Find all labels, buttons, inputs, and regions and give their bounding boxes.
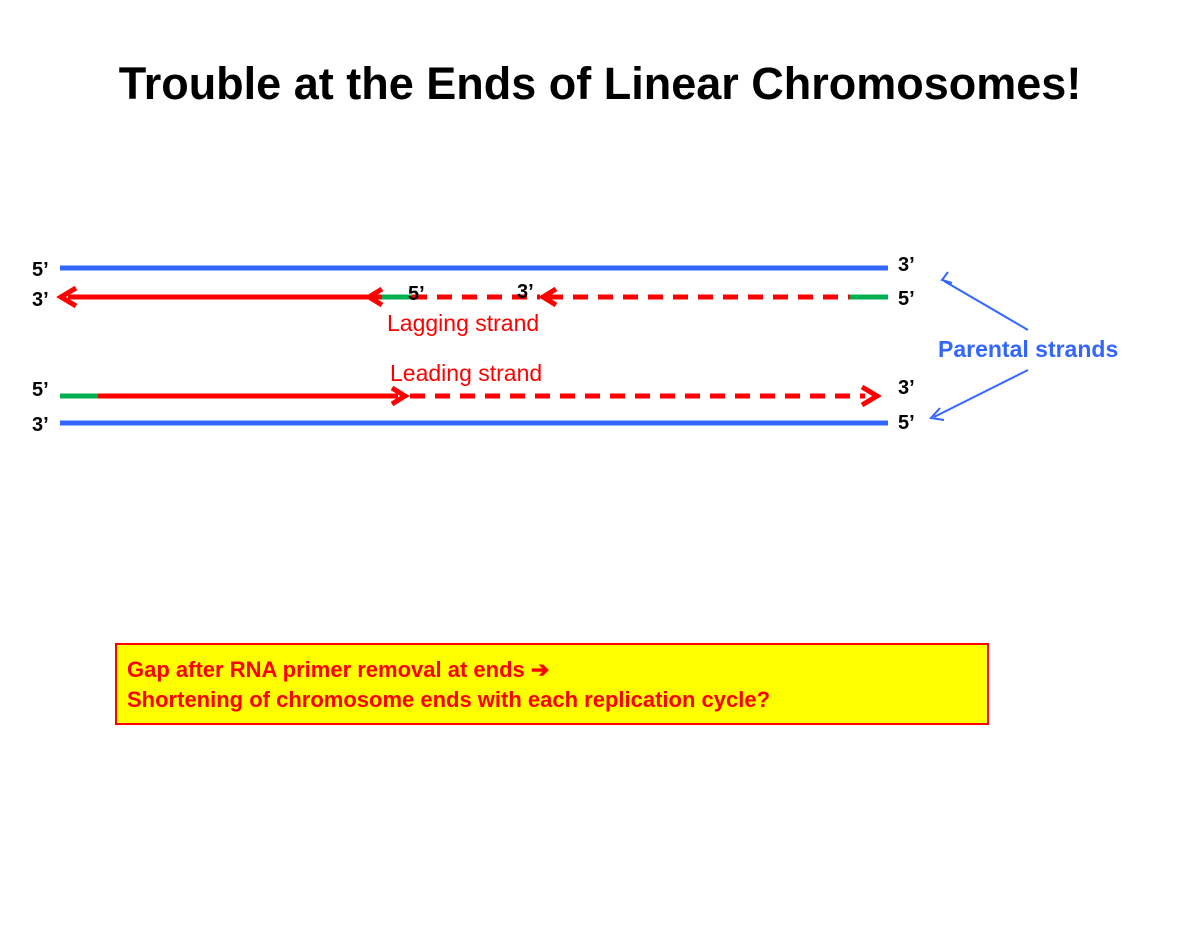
- leading-mid-arrowhead: [390, 385, 410, 407]
- page-title: Trouble at the Ends of Linear Chromosome…: [118, 58, 1082, 109]
- lagging-mid-arrowhead: [364, 286, 384, 308]
- label-lagging-left: 3’: [32, 289, 49, 311]
- parental-pointer-lower-head: [929, 407, 945, 421]
- label-lagging-mid-3: 3’: [517, 281, 534, 303]
- label-lagging-strand: Lagging strand: [387, 310, 539, 336]
- parental-pointer-upper: [943, 280, 1029, 331]
- label-bottom-parent-left: 3’: [32, 414, 49, 436]
- lagging-dashed-arrowhead: [538, 286, 558, 308]
- label-leading-strand: Leading strand: [390, 360, 542, 386]
- label-leading-right: 3’: [898, 377, 915, 399]
- lagging-left-arrowhead: [56, 285, 78, 309]
- label-bottom-parent-right: 5’: [898, 412, 915, 434]
- leading-right-arrowhead: [860, 384, 882, 408]
- callout-box: Gap after RNA primer removal at ends ➔ S…: [115, 643, 989, 725]
- callout-line-2: Shortening of chromosome ends with each …: [127, 687, 771, 712]
- parental-pointer-upper-head: [940, 271, 953, 284]
- callout-line-1: Gap after RNA primer removal at ends ➔: [127, 657, 550, 682]
- label-leading-left: 5’: [32, 379, 49, 401]
- parental-pointer-lower: [933, 369, 1029, 418]
- label-top-parent-right: 3’: [898, 254, 915, 276]
- label-lagging-mid-5: 5’: [408, 283, 425, 305]
- label-parental-strands: Parental strands: [938, 336, 1118, 362]
- label-top-parent-left: 5’: [32, 259, 49, 281]
- label-lagging-right: 5’: [898, 288, 915, 310]
